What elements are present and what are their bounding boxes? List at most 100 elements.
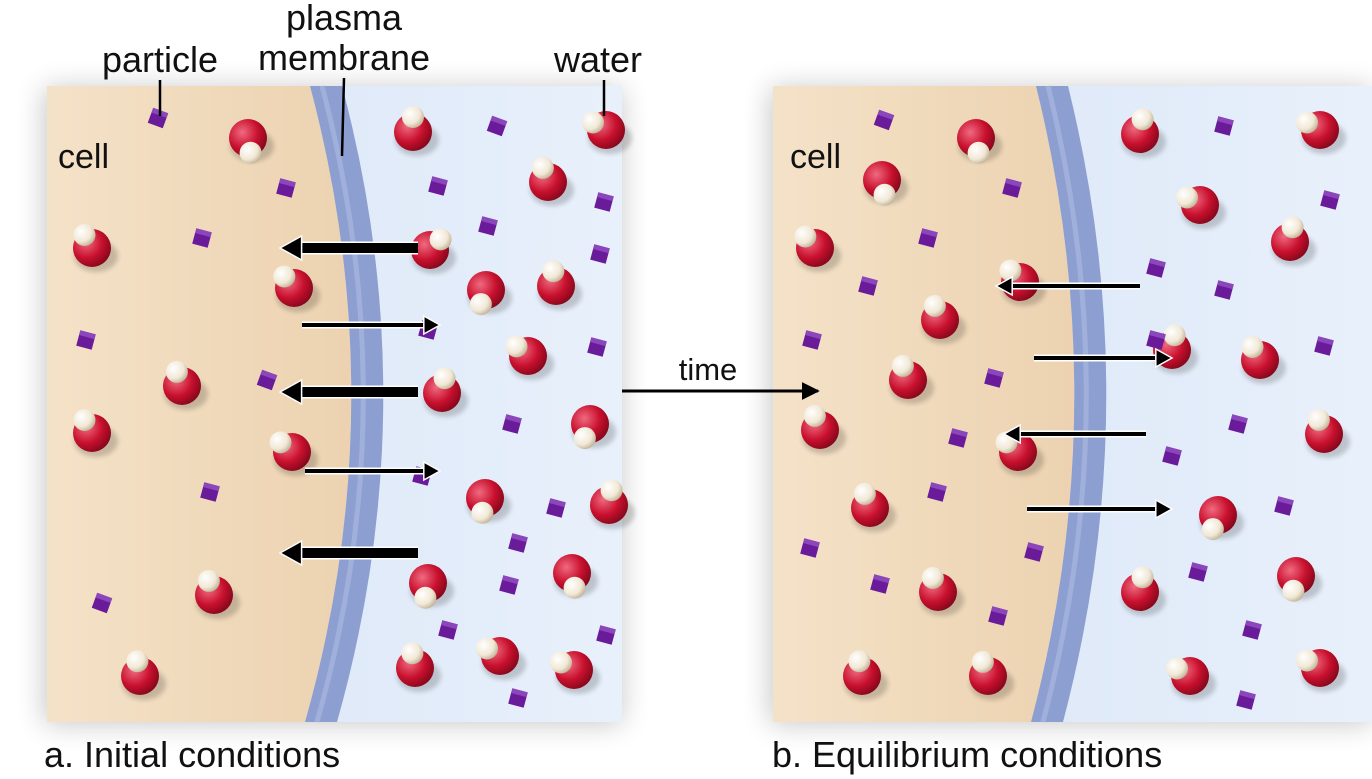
arrow-icon [302,314,442,336]
particle-icon [927,482,947,502]
particle-icon [438,620,458,640]
particle-icon [76,330,96,350]
water-molecule-icon [409,564,454,609]
water-molecule-icon [550,651,600,694]
panel-a [44,85,635,724]
particle-icon [192,228,212,248]
particle-icon [596,625,616,645]
particle-icon [1214,280,1234,300]
water-molecule-icon [467,271,512,316]
water-molecule-icon [1121,108,1166,158]
water-molecule-icon [851,482,896,532]
particle-icon [858,276,878,296]
particle-icon [918,228,938,248]
particle-icon [590,244,610,264]
water-molecule-icon [919,566,964,616]
particle-icon [1228,414,1248,434]
water-molecule-icon [995,431,1044,476]
caption-a: a. Initial conditions [44,734,340,775]
water-molecule-icon [1166,657,1216,700]
particle-icon [802,330,822,350]
arrow-icon [1002,423,1146,445]
particle-icon [1274,496,1294,516]
water-molecule-icon [794,225,841,272]
water-molecule-icon [1121,566,1166,616]
water-molecule-icon [423,367,468,417]
arrow-icon [994,275,1140,297]
water-molecule-icon [195,569,240,619]
particle-icon [800,538,820,558]
water-molecule-icon [273,265,320,312]
arrow-icon [305,460,442,482]
particle-icon [870,574,890,594]
particle-label: particle [102,39,218,80]
plasma-label: plasma [286,0,403,38]
particle-icon [502,414,522,434]
water-molecule-icon [1199,496,1244,541]
particle-icon [508,688,528,708]
particle-icon [1024,542,1044,562]
particle-icon [948,428,968,448]
caption-b: b. Equilibrium conditions [772,734,1162,775]
water-molecule-icon [529,156,574,206]
water-molecule-icon [969,650,1014,700]
water-molecule-icon [394,106,439,156]
particle-icon [546,498,566,518]
particle-icon [478,216,498,236]
particle-icon [200,482,220,502]
particle-icon [1214,116,1234,136]
arrow-icon [1027,498,1174,520]
particle-icon [873,109,895,131]
water-molecule-icon [582,111,632,154]
water-molecule-icon [1176,186,1226,229]
water-molecule-icon [229,119,274,164]
water-molecule-icon [121,650,166,700]
water-molecule-icon [889,354,934,404]
water-molecule-icon [411,228,456,274]
panel-b [770,85,1372,724]
callout-labels: particle plasma membrane water [102,0,642,157]
particle-icon [428,176,448,196]
arrow-icon [278,378,418,406]
particle-icon [988,606,1008,626]
water-molecule-icon [801,404,846,454]
particle-icon [91,592,113,614]
particle-icon [1242,620,1262,640]
water-molecule-icon [1296,649,1346,692]
arrow-icon [278,234,418,262]
water-molecule-icon [505,335,554,380]
water-molecule-icon [163,360,208,410]
particle-icon [587,337,607,357]
particle-icon [486,115,508,137]
arrow-icon [278,539,418,567]
water-molecule-icon [476,637,526,680]
water-molecule-icon [590,479,635,529]
water-molecule-icon [1296,111,1346,154]
water-label: water [553,39,642,80]
particle-icon [499,575,519,595]
particle-icon [1002,178,1022,198]
particle-icon [1146,330,1166,350]
water-molecule-icon [73,409,118,457]
particle-icon [256,369,278,391]
cell-label-b: cell [790,138,841,176]
time-label: time [679,352,738,387]
particle-icon [984,368,1004,388]
particle-icon [1162,446,1182,466]
water-molecule-icon [73,224,118,272]
particle-icon [276,178,296,198]
time-arrow: time [622,352,820,400]
water-molecule-icon [999,259,1046,306]
membrane-label: membrane [258,37,430,78]
water-molecule-icon [921,294,966,344]
membrane-leader-line [340,77,346,157]
water-molecule-icon [553,554,598,599]
plasma-membrane-b [1031,86,1107,722]
water-molecule-icon [843,650,888,700]
water-molecule-icon [957,119,1002,164]
particle-icon [1146,258,1166,278]
water-molecule-icon [537,260,582,310]
water-molecule-icon [1305,408,1350,458]
cell-label-a: cell [58,138,109,176]
